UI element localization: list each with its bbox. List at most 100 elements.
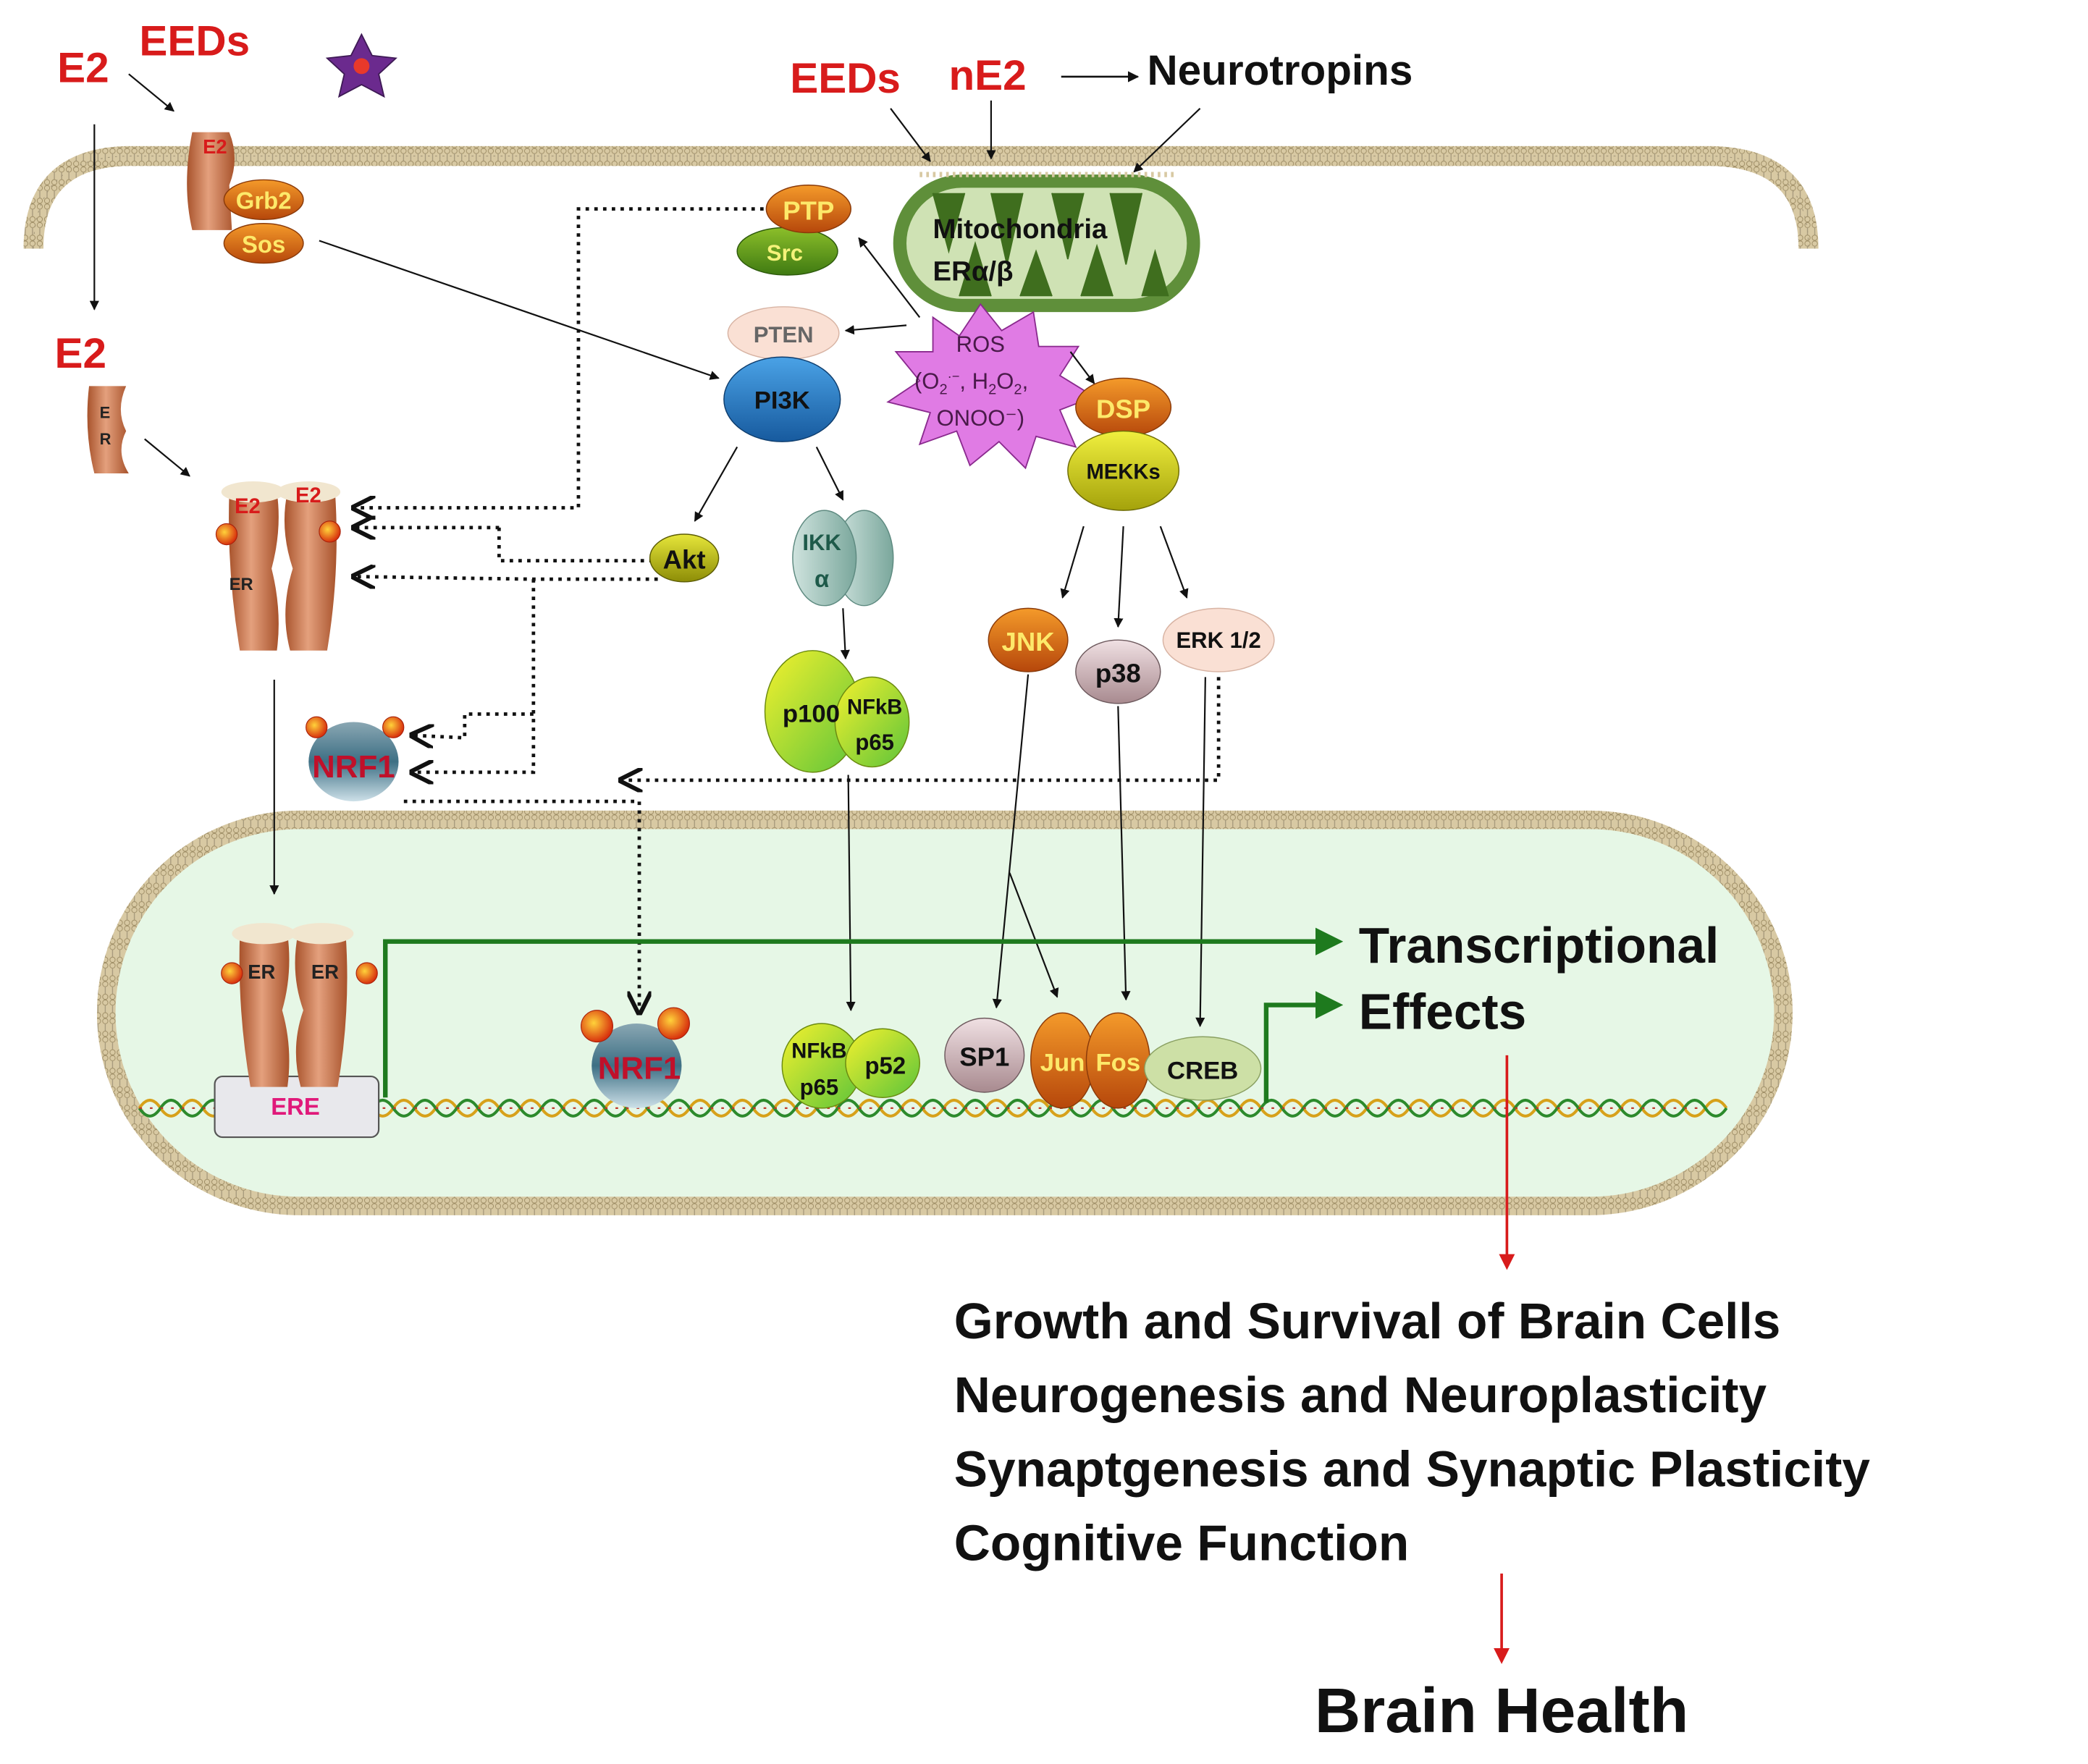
outcome-line-3: Synaptgenesis and Synaptic Plasticity xyxy=(954,1440,1871,1497)
arrow-pi3k-to-ikk xyxy=(815,446,844,501)
outcome-line-4: Cognitive Function xyxy=(954,1515,1409,1571)
arrow-jnk-to-sp1 xyxy=(992,674,1030,1009)
arrow-eeds-to-receptor xyxy=(128,73,174,112)
pi3k-label: PI3K xyxy=(754,387,810,414)
p52-label: p52 xyxy=(864,1052,906,1079)
dna-strand xyxy=(138,1098,1728,1118)
ros-l2e: 2 xyxy=(988,381,996,397)
arrow-nfkb-to-nucleus xyxy=(846,775,856,1012)
src-label: Src xyxy=(767,240,803,266)
dsp-label: DSP xyxy=(1096,394,1150,423)
arrow-mekk-to-p38 xyxy=(1114,526,1124,628)
pten-label: PTEN xyxy=(754,322,814,347)
ros-line2: (O2·−, H2O2, xyxy=(914,368,1028,397)
er-monomer-r: R xyxy=(100,430,111,448)
nfkb-cyto-label: NFkB xyxy=(847,696,902,719)
eeds-label-top-mid: EEDs xyxy=(790,55,901,102)
arrow-ros-to-pten xyxy=(844,324,907,335)
ros-burst xyxy=(886,303,1096,470)
creb-node xyxy=(1144,1036,1262,1101)
ikk-label-top: IKK xyxy=(802,530,841,555)
sp1-node xyxy=(944,1017,1025,1093)
ros-l2a: (O xyxy=(914,368,940,394)
akt-label: Akt xyxy=(663,545,706,575)
effects-label: Effects xyxy=(1359,983,1526,1039)
outcome-line-2: Neurogenesis and Neuroplasticity xyxy=(954,1367,1767,1423)
creb-label: CREB xyxy=(1167,1058,1238,1085)
nrf1-cytoplasm xyxy=(306,716,405,802)
p100-label: p100 xyxy=(783,700,840,727)
p38-label: p38 xyxy=(1095,659,1141,688)
arrow-erk-to-creb xyxy=(1195,677,1206,1027)
dimer-e2-b-label: E2 xyxy=(295,484,321,507)
plasma-membrane xyxy=(23,145,1819,249)
eeds-label-top-left: EEDs xyxy=(139,18,250,65)
outcome-line-1: Growth and Survival of Brain Cells xyxy=(954,1293,1781,1349)
sos-label: Sos xyxy=(242,231,285,258)
arrow-creb-to-effects xyxy=(1263,991,1344,1103)
ros-l2c: ·− xyxy=(948,368,960,384)
nfkb-complex-nucleus xyxy=(781,1023,921,1109)
p65-nuc-label: p65 xyxy=(800,1075,839,1100)
arrow-jnk-to-jun xyxy=(1009,872,1059,998)
neurotropins-label: Neurotropins xyxy=(1147,47,1413,94)
er-monomer-e: E xyxy=(100,403,111,421)
er-nuc-b-label: ER xyxy=(311,961,339,983)
jnk-label: JNK xyxy=(1002,627,1056,657)
star-icon xyxy=(325,33,397,98)
nfkb-nuc-label: NFkB xyxy=(791,1039,846,1063)
akt-node xyxy=(649,533,720,583)
arrow-mekk-to-erk xyxy=(1159,526,1189,599)
jnk-node xyxy=(988,607,1069,672)
fos-label: Fos xyxy=(1095,1050,1140,1077)
membrane-e2-label: E2 xyxy=(203,135,227,158)
ptp-node xyxy=(765,185,852,234)
dimer-er-label: ER xyxy=(230,575,253,594)
ptp-label: PTP xyxy=(783,195,834,225)
erk-node xyxy=(1162,607,1275,672)
er-dimer-cytoplasm xyxy=(215,481,341,651)
nrf1-cytoplasm-label: NRF1 xyxy=(312,749,395,785)
dimer-e2-a-label: E2 xyxy=(235,495,261,518)
mitochondria xyxy=(893,172,1200,313)
ere-label: ERE xyxy=(271,1093,320,1120)
mekks-node xyxy=(1067,430,1180,511)
er-nuc-a-label: ER xyxy=(248,961,275,983)
jun-label: Jun xyxy=(1040,1050,1085,1077)
arrow-er-to-dimer xyxy=(144,438,190,477)
sos-node xyxy=(223,223,304,264)
arrow-mekk-to-jnk xyxy=(1060,526,1085,599)
ros-line1: ROS xyxy=(956,332,1005,357)
grb2-label: Grb2 xyxy=(236,187,292,214)
ros-l2g: 2 xyxy=(1014,381,1022,397)
p65-cyto-label: p65 xyxy=(855,730,893,755)
arrow-sos-to-pi3k xyxy=(319,240,720,380)
ikk-alpha-node xyxy=(792,510,894,607)
membrane-er-receptor xyxy=(187,132,235,230)
ros-l2f: O xyxy=(996,368,1014,394)
brain-health-label: Brain Health xyxy=(1315,1675,1688,1746)
pi3k-node xyxy=(723,356,841,442)
mekks-label: MEKKs xyxy=(1086,460,1160,484)
arrow-ikk-to-nfkb xyxy=(840,608,850,660)
er-monomer xyxy=(87,386,129,474)
sp1-label: SP1 xyxy=(959,1042,1009,1071)
nucleus xyxy=(96,810,1793,1215)
grb2-node xyxy=(223,179,304,220)
transcriptional-label: Transcriptional xyxy=(1359,917,1719,974)
ne2-label: nE2 xyxy=(948,52,1026,99)
er-dimer-nucleus xyxy=(221,923,378,1087)
e2-free-label: E2 xyxy=(55,330,106,377)
ros-line3: ONOO⁻) xyxy=(937,405,1025,431)
p38-node xyxy=(1075,639,1161,704)
arrow-eeds-to-mito xyxy=(890,108,931,162)
arrow-neurotropins-to-mito xyxy=(1133,108,1201,173)
arrow-er-to-transcription xyxy=(383,927,1344,1098)
mito-subtitle: ERα/β xyxy=(933,256,1014,287)
arrow-ros-to-ptp xyxy=(858,237,921,318)
e2-label-top-left: E2 xyxy=(57,44,109,91)
ros-l2d: , H xyxy=(959,368,988,394)
arrow-p38-to-fos xyxy=(1117,706,1131,1001)
arrow-pi3k-to-akt xyxy=(694,446,738,522)
nfkb-complex-cytoplasm xyxy=(764,650,910,773)
